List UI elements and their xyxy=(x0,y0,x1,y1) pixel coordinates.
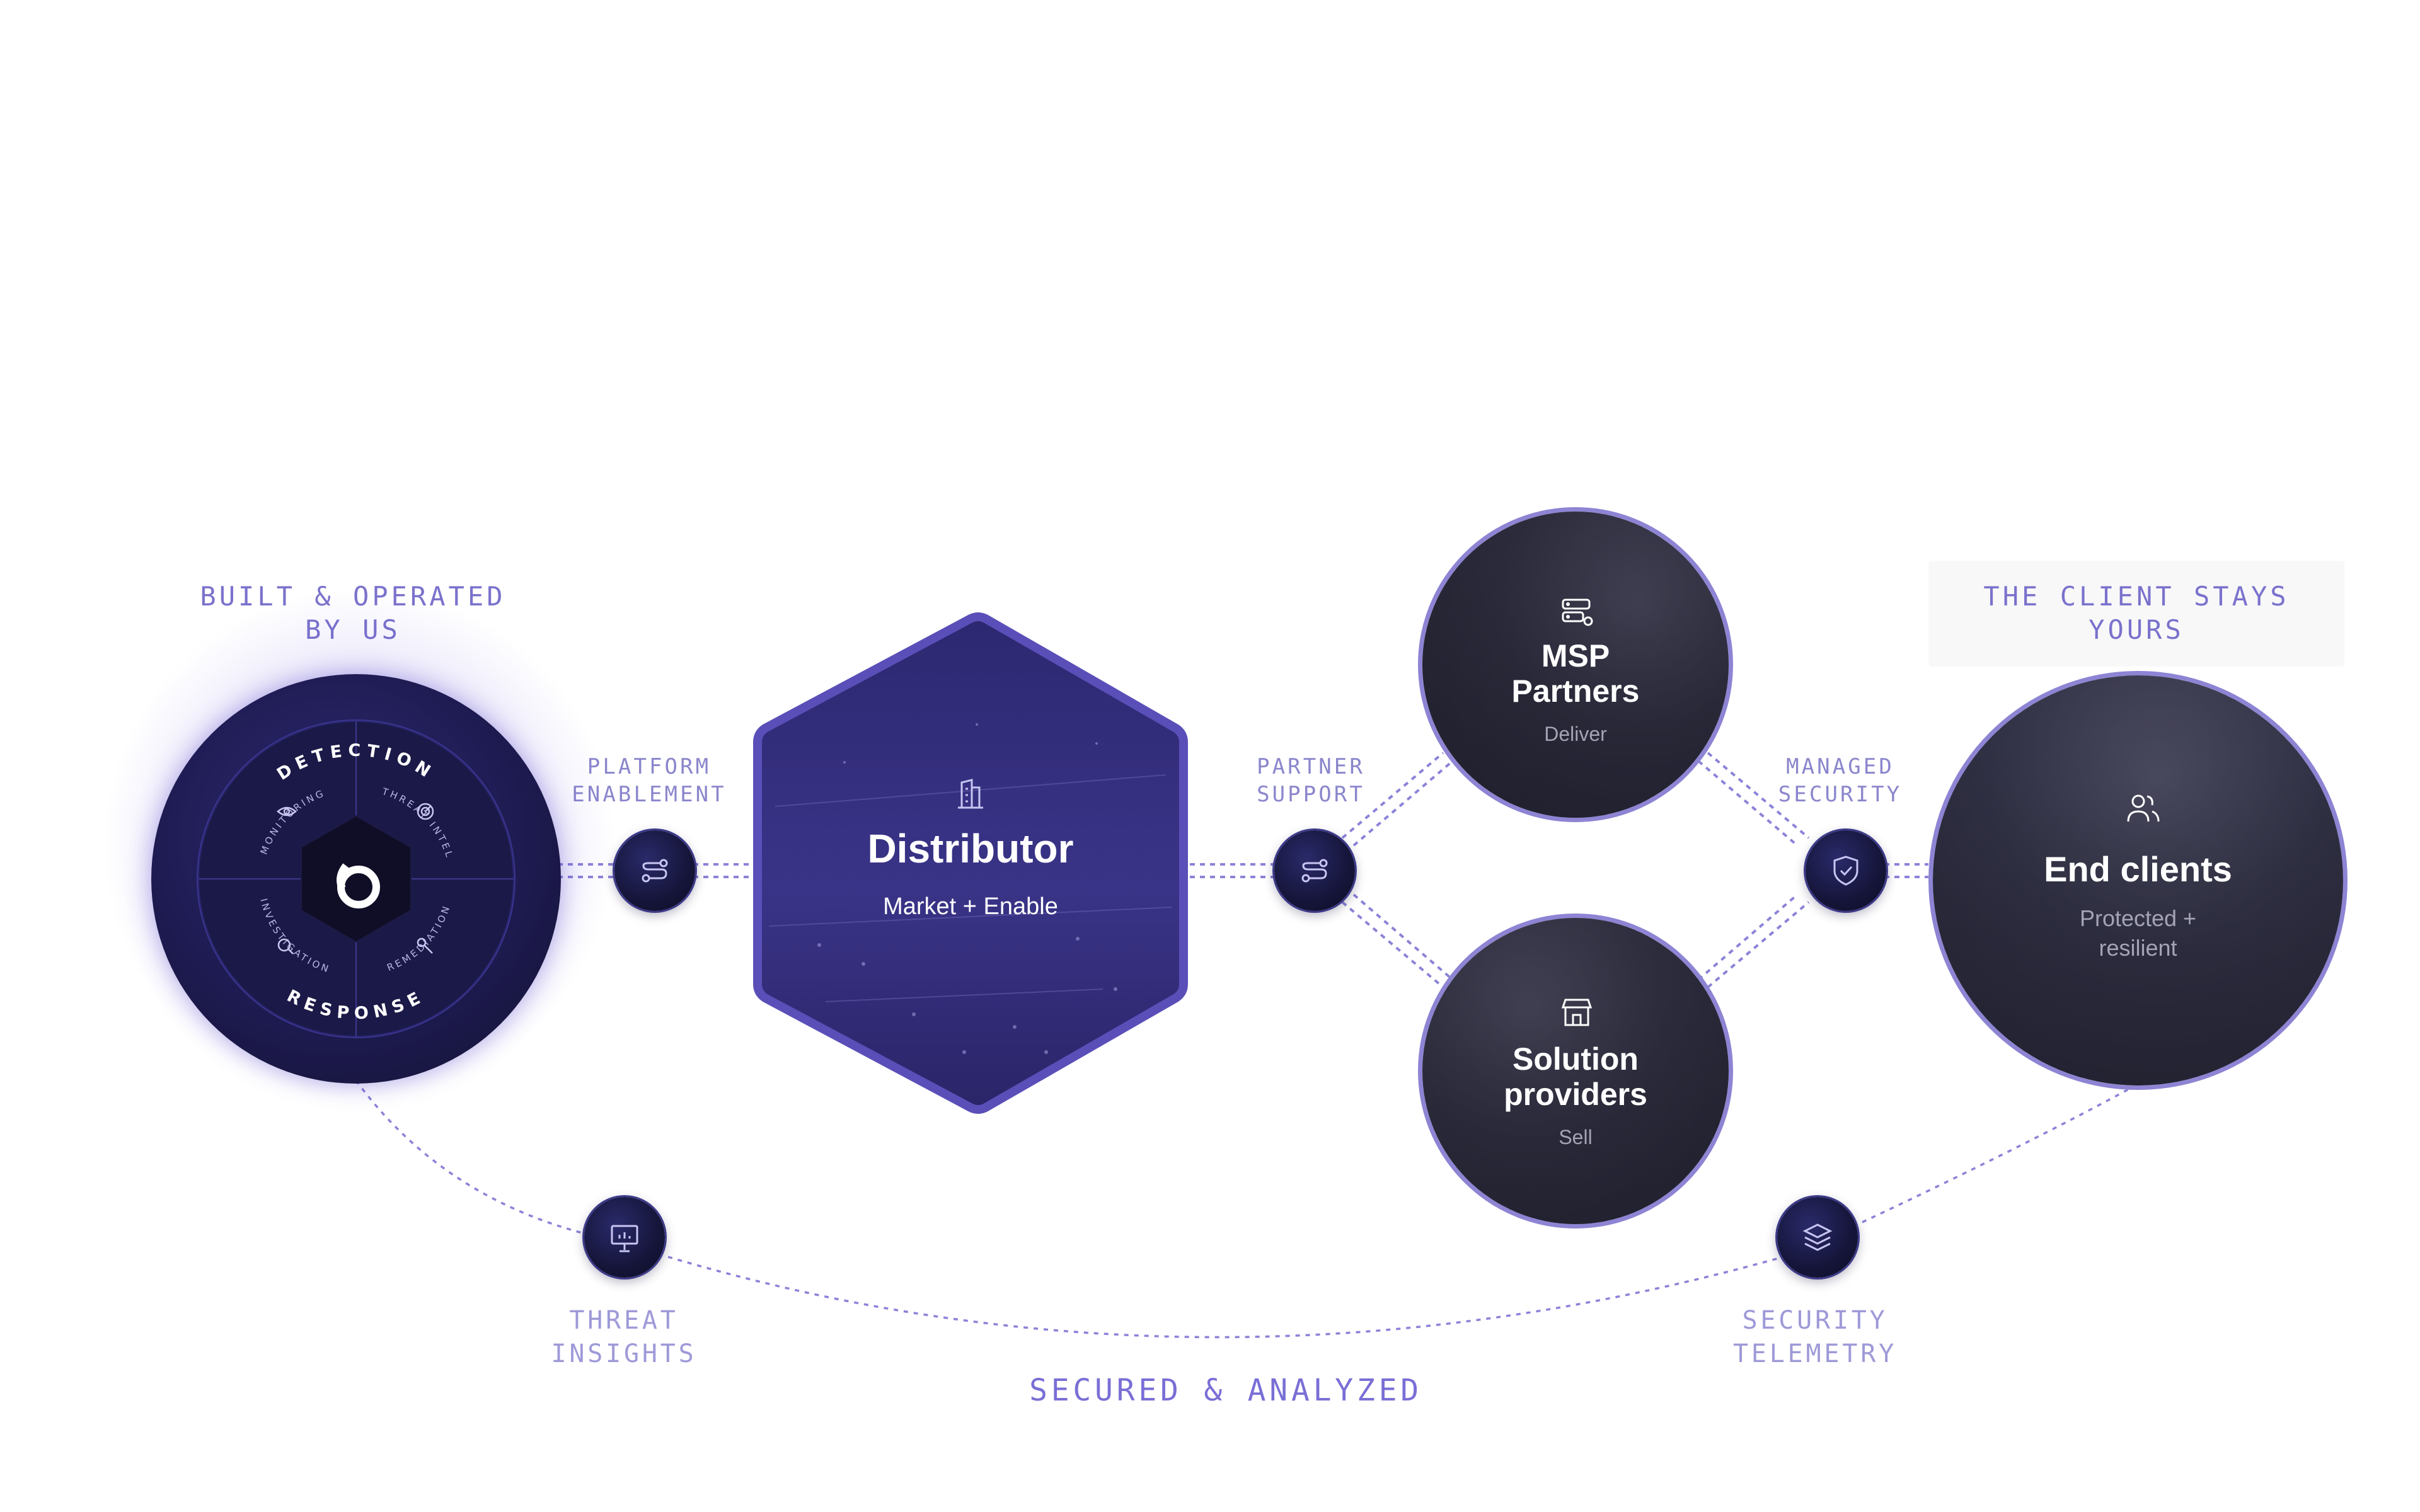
security-telemetry-label: SECURITY TELEMETRY xyxy=(1733,1306,1897,1368)
msp-title-line2: Partners xyxy=(1511,673,1640,709)
presentation-chart-icon xyxy=(611,1225,638,1252)
core-wheel-graphic: DETECTION RESPONSE MONITORING THREAT INT… xyxy=(197,719,516,1038)
solution-title-line1: Solution xyxy=(1512,1041,1639,1077)
solution-subtitle: Sell xyxy=(1559,1126,1593,1148)
core-wheel: DETECTION RESPONSE MONITORING THREAT INT… xyxy=(151,674,561,1084)
building-icon xyxy=(958,779,983,809)
solution-title-line2: providers xyxy=(1504,1077,1647,1112)
solution-providers-circle[interactable]: Solution providers Sell xyxy=(1418,914,1733,1228)
radar-icon xyxy=(417,803,434,820)
core-hexagon xyxy=(301,815,412,943)
end-clients-circle[interactable]: End clients Protected + resilient xyxy=(1928,671,2348,1090)
client-stays-label: THE CLIENT STAYS YOURS xyxy=(1983,581,2290,645)
layers-icon xyxy=(1802,1223,1833,1251)
wrench-icon xyxy=(417,937,433,954)
shield-check-icon xyxy=(1833,856,1858,886)
distributor-subtitle: Market + Enable xyxy=(883,893,1058,920)
store-icon xyxy=(1561,999,1593,1026)
partner-node[interactable] xyxy=(1274,830,1355,911)
server-settings-icon xyxy=(1562,598,1593,626)
built-operated-label: BUILT & OPERATED BY US xyxy=(189,580,517,646)
clients-subtitle-line2: resilient xyxy=(2099,935,2177,961)
secured-analyzed-label: SECURED & ANALYZED xyxy=(1029,1373,1422,1408)
users-icon xyxy=(2127,794,2160,822)
route-icon xyxy=(1301,859,1328,883)
clients-subtitle-line1: Protected + xyxy=(2079,905,2197,931)
platform-enablement-label: PLATFORM ENABLEMENT xyxy=(572,754,727,807)
distributor-hexagon[interactable] xyxy=(750,611,1191,1115)
msp-subtitle: Deliver xyxy=(1544,723,1607,745)
managed-security-label: MANAGED SECURITY xyxy=(1778,754,1903,807)
platform-node[interactable] xyxy=(614,830,695,911)
managed-node[interactable] xyxy=(1806,830,1886,911)
msp-title-line1: MSP xyxy=(1541,638,1610,673)
msp-partners-circle[interactable]: MSP Partners Deliver xyxy=(1418,507,1733,822)
logo-mark-icon xyxy=(337,863,380,908)
eye-icon xyxy=(277,806,297,816)
search-icon xyxy=(277,938,294,954)
threat-insights-node[interactable] xyxy=(584,1197,665,1278)
client-stays-box xyxy=(1928,561,2344,667)
clients-title: End clients xyxy=(2044,849,2232,889)
partner-support-label: PARTNER SUPPORT xyxy=(1257,754,1365,807)
security-telemetry-node[interactable] xyxy=(1777,1197,1858,1278)
threat-insights-label: THREAT INSIGHTS xyxy=(551,1306,697,1368)
route-icon xyxy=(642,859,668,883)
distributor-title: Distributor xyxy=(867,826,1074,871)
